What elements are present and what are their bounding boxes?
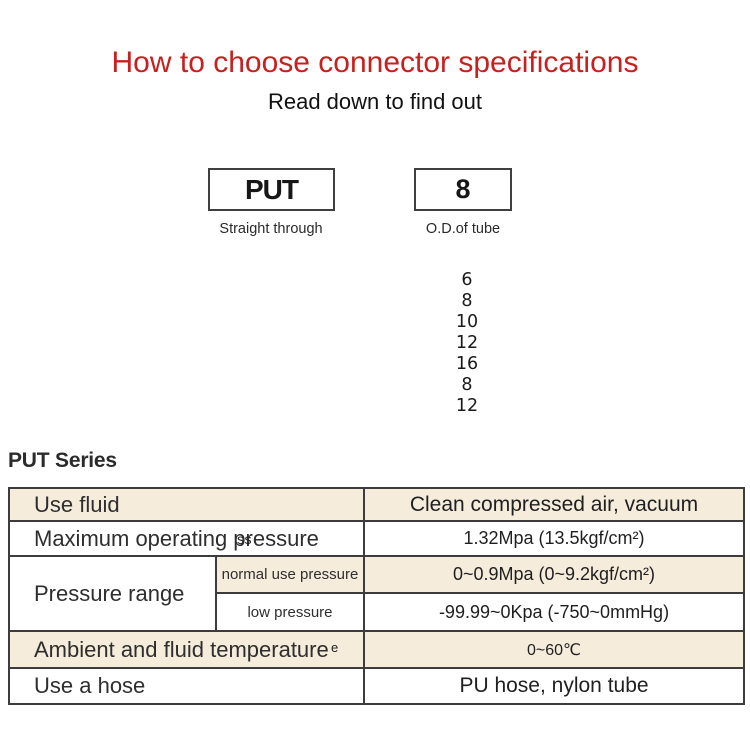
model-code-box: PUT bbox=[208, 168, 335, 211]
normal-pressure-value: 0~0.9Mpa (0~9.2kgf/cm²) bbox=[363, 555, 745, 594]
table-row-max-pressure: Maximum operating pressure 1.32Mpa (13.5… bbox=[8, 520, 745, 557]
size-option: 12 bbox=[455, 396, 479, 416]
tube-size-box: 8 bbox=[414, 168, 512, 211]
print-artifact-ss: ss bbox=[237, 531, 252, 547]
max-pressure-value: 1.32Mpa (13.5kgf/cm²) bbox=[363, 520, 745, 557]
print-artifact-e: e bbox=[331, 640, 339, 655]
tube-size-label: 8 bbox=[455, 174, 471, 204]
table-row-temperature: Ambient and fluid temperature 0~60℃ bbox=[8, 630, 745, 669]
series-heading: PUT Series bbox=[8, 449, 117, 472]
size-option: 16 bbox=[455, 354, 479, 374]
tube-caption: O.D.of tube bbox=[425, 221, 501, 237]
spec-table: Use fluid Clean compressed air, vacuum M… bbox=[8, 487, 745, 705]
size-option: 12 bbox=[455, 333, 479, 353]
table-row-pressure-low: low pressure -99.99~0Kpa (-750~0mmHg) bbox=[9, 592, 745, 632]
table-row-use-fluid: Use fluid Clean compressed air, vacuum bbox=[8, 487, 745, 522]
size-option: 8 bbox=[461, 375, 473, 395]
size-option: 10 bbox=[455, 312, 479, 332]
temperature-label: Ambient and fluid temperature bbox=[8, 630, 365, 669]
pressure-range-label: Pressure range bbox=[8, 555, 217, 632]
max-pressure-label: Maximum operating pressure bbox=[8, 520, 365, 557]
hose-value: PU hose, nylon tube bbox=[363, 667, 745, 705]
model-caption: Straight through bbox=[219, 221, 323, 237]
use-fluid-value: Clean compressed air, vacuum bbox=[363, 487, 745, 522]
low-pressure-label: low pressure bbox=[215, 592, 365, 632]
hose-label: Use a hose bbox=[8, 667, 365, 705]
normal-pressure-label: normal use pressure bbox=[215, 555, 365, 594]
use-fluid-label: Use fluid bbox=[8, 487, 365, 522]
size-option: 8 bbox=[461, 291, 473, 311]
page-title: How to choose connector specifications bbox=[111, 46, 639, 79]
low-pressure-value: -99.99~0Kpa (-750~0mmHg) bbox=[363, 592, 745, 632]
size-option: 6 bbox=[461, 270, 473, 290]
page-subtitle: Read down to find out bbox=[267, 89, 483, 114]
temperature-value: 0~60℃ bbox=[363, 630, 745, 669]
table-row-hose: Use a hose PU hose, nylon tube bbox=[8, 667, 745, 705]
table-row-pressure-normal: Pressure range normal use pressure 0~0.9… bbox=[8, 555, 745, 632]
model-code-label: PUT bbox=[245, 173, 299, 205]
